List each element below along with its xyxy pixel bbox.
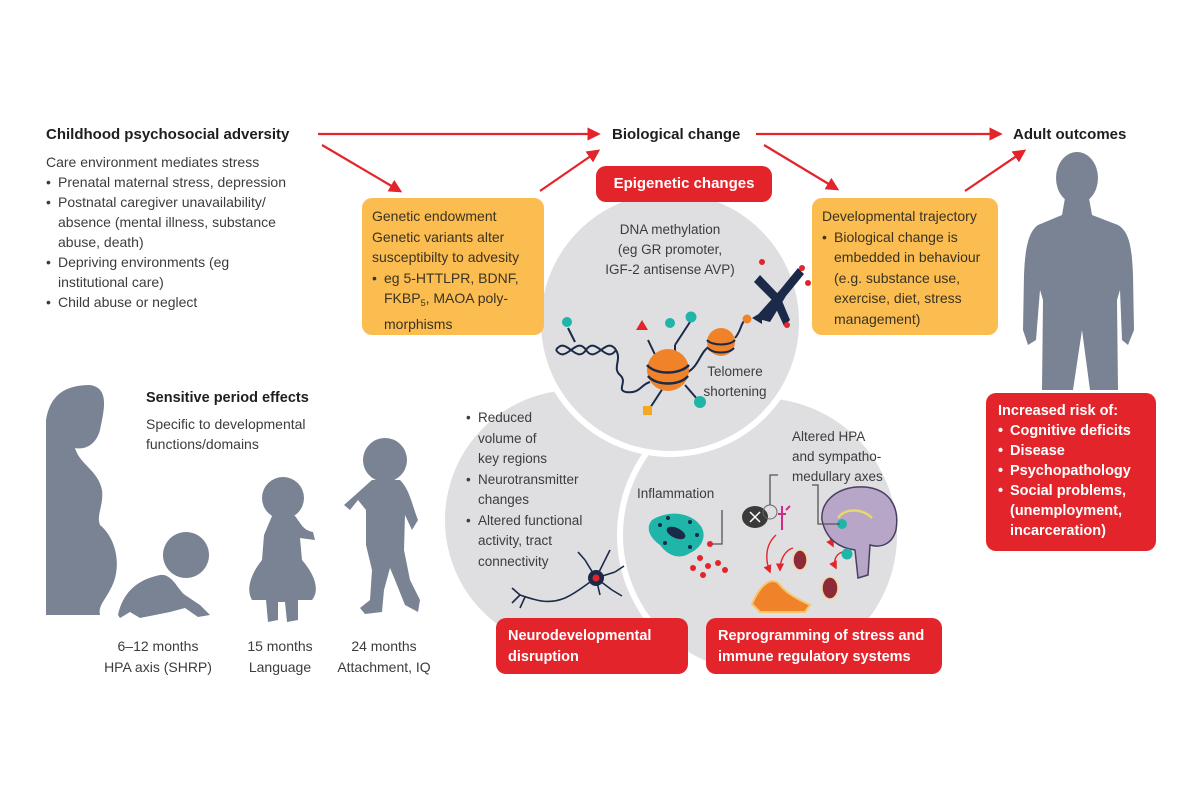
neurodevelopmental-disruption-label: Neurodevelopmental disruption (496, 618, 688, 674)
adult-silhouette-icon (1023, 152, 1134, 390)
risk-item: Disease (998, 441, 1144, 461)
header-childhood-adversity: Childhood psychosocial adversity (46, 126, 290, 143)
hpa-leader-line (769, 474, 778, 505)
telomere-shortening-text: Telomere shortening (694, 362, 776, 402)
genetic-endowment-title: Genetic endowment (372, 208, 497, 224)
adversity-item: Prenatal maternal stress, depression (46, 172, 311, 192)
epigenetic-changes-label: Epigenetic changes (596, 166, 772, 202)
inflammation-label: Inflammation (637, 486, 715, 501)
macrophage-icon (648, 513, 704, 557)
sensitive-period-subtitle: Specific to developmental functions/doma… (146, 416, 306, 452)
risk-item: Psychopathology (998, 461, 1144, 481)
brain-icon (821, 486, 898, 579)
stage-domain: Language (248, 659, 312, 675)
inflammation-leader-line (712, 510, 723, 545)
arrow-adversity-to-genetic (321, 144, 403, 193)
spinal-cord-icon (742, 504, 778, 528)
neuro-effect-item: Reduced volume of key regions (466, 408, 558, 470)
stage-15-months: 15 months Language (232, 636, 328, 678)
arrow-developmental-to-adult (964, 149, 1027, 192)
hpa-line: Altered HPA (792, 429, 866, 444)
stage-age: 15 months (247, 638, 313, 654)
neuro-effect-item: Altered functional activity, tract conne… (466, 511, 606, 573)
toddler-girl-silhouette-icon (249, 477, 316, 622)
developmental-trajectory-title: Developmental trajectory (822, 208, 977, 224)
arrow-genetic-to-biological (539, 149, 601, 192)
hpa-axes-label: Altered HPA and sympatho- medullary axes (792, 427, 883, 487)
pregnant-woman-silhouette-icon (46, 385, 117, 615)
genetic-variants-examples: eg 5-HTTLPR, BDNF, FKBP5, MAOA poly-morp… (372, 268, 534, 335)
kidney-icon (792, 549, 839, 600)
adversity-item: Child abuse or neglect (46, 292, 311, 312)
stage-domain: Attachment, IQ (337, 659, 431, 675)
pancreas-icon (750, 580, 812, 613)
stage-age: 24 months (351, 638, 417, 654)
reprogramming-stress-immune-label: Reprogramming of stress and immune regul… (706, 618, 942, 674)
genetic-variants-text: Genetic variants alter susceptibilty to … (372, 228, 520, 266)
arrow-biological-to-developmental (763, 144, 840, 191)
crawling-baby-silhouette-icon (118, 532, 210, 618)
sympathetic-nerve-icon (778, 505, 791, 530)
neuro-effects-list: Reduced volume of key regions Neurotrans… (466, 408, 606, 572)
adversity-item: Depriving environments (eg institutional… (46, 252, 273, 292)
methylation-line: IGF-2 antisense AVP) (605, 262, 735, 277)
header-adult-outcomes: Adult outcomes (1013, 126, 1127, 143)
hpa-line: and sympatho- (792, 449, 882, 464)
increased-risk-title: Increased risk of: (998, 403, 1119, 419)
hpa-line: medullary axes (792, 469, 883, 484)
brain-leader-line (812, 484, 840, 525)
methylation-line: DNA methylation (619, 222, 721, 237)
childhood-adversity-panel: Care environment mediates stress Prenata… (46, 152, 311, 312)
stage-6-12-months: 6–12 months HPA axis (SHRP) (103, 636, 213, 678)
adversity-item: Postnatal caregiver unavailability/ abse… (46, 192, 311, 252)
gene-list-part: eg 5-HTTLPR, BDNF, FKBP (384, 269, 519, 307)
neuro-effect-item: Neurotransmitter changes (466, 470, 606, 511)
running-child-silhouette-icon (344, 438, 420, 614)
telomere-line: Telomere (707, 364, 763, 379)
cytokine-dots (690, 541, 728, 578)
stage-age: 6–12 months (117, 638, 199, 654)
gene-subscript: 5 (420, 298, 426, 308)
stage-24-months: 24 months Attachment, IQ (328, 636, 440, 678)
sensitive-period-title: Sensitive period effects (146, 390, 309, 406)
header-biological-change: Biological change (612, 126, 741, 143)
nucleosome-icon (646, 314, 752, 391)
care-environment-intro: Care environment mediates stress (46, 154, 260, 170)
developmental-trajectory-box: Developmental trajectory Biological chan… (812, 198, 998, 335)
stage-domain: HPA axis (SHRP) (104, 659, 212, 675)
flow-arrows (318, 127, 1027, 193)
developmental-trajectory-bullet: Biological change is embedded in behavio… (822, 227, 988, 330)
risk-item: Cognitive deficits (998, 421, 1144, 441)
methylation-line: (eg GR promoter, (617, 242, 723, 257)
risk-item: Social problems, (unemployment, incarcer… (998, 481, 1144, 541)
genetic-endowment-box: Genetic endowment Genetic variants alter… (362, 198, 544, 335)
increased-risk-box: Increased risk of: Cognitive deficits Di… (986, 393, 1156, 551)
dna-methylation-text: DNA methylation (eg GR promoter, IGF-2 a… (600, 220, 740, 280)
telomere-line: shortening (703, 384, 767, 399)
chromosome-icon (752, 259, 811, 328)
gene-list-part: , MAOA poly-morphisms (384, 290, 509, 332)
